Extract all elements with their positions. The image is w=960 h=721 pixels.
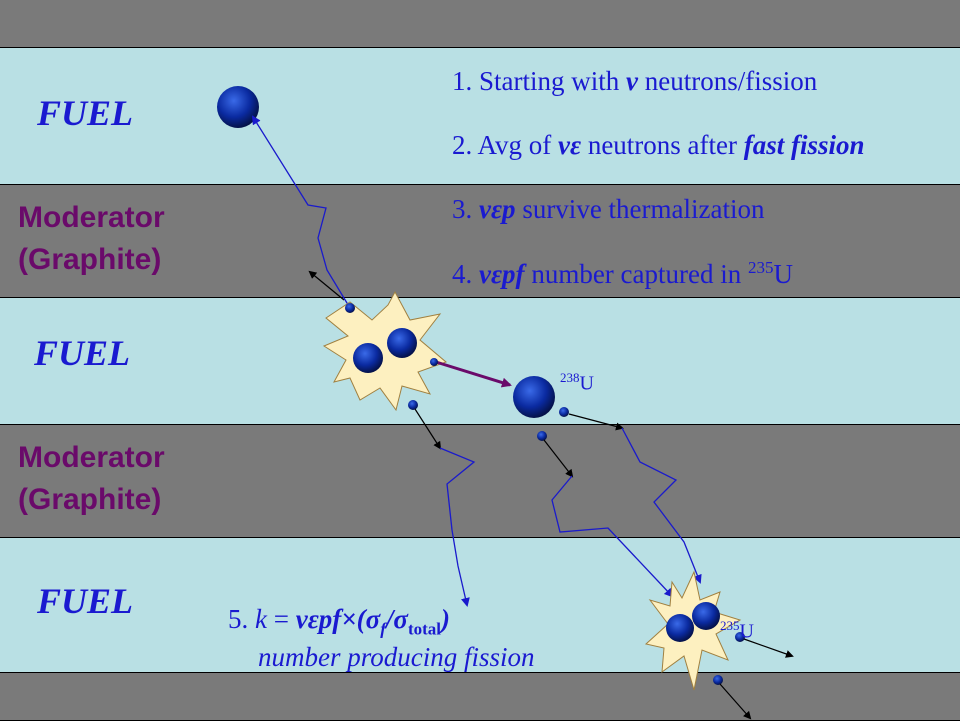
step-2-suffix: neutrons after (581, 130, 744, 160)
neutron-path-down-3 (551, 475, 674, 598)
fuel-layer-2 (0, 298, 960, 424)
neutron-dot-purple-start (430, 358, 438, 366)
step-1-prefix: 1. Starting with (452, 66, 626, 96)
step-5: 5. k = νεpf×(σf/σtotal) (228, 604, 450, 639)
fuel-label-1: FUEL (37, 93, 134, 133)
top-gray-band (0, 0, 960, 48)
moderator-label-2: Moderator (Graphite) (18, 437, 165, 521)
u235-element: U (739, 620, 754, 643)
step-5-line2: number producing fission (258, 642, 535, 673)
fission-fragment-right (387, 328, 417, 358)
step-2-emphasis: fast fission (743, 130, 865, 160)
moderator-layer-1 (0, 184, 960, 298)
step-1-suffix: neutrons/fission (637, 66, 818, 96)
neutron-path-down-1 (439, 447, 476, 607)
moderator-label-line2: (Graphite) (18, 483, 162, 516)
step-1: 1. Starting with ν neutrons/fission (452, 66, 817, 97)
fuel-nucleus-top (217, 86, 259, 128)
step-4-symbol: νεpf (479, 259, 525, 289)
u235-mass-number: 235 (720, 618, 740, 633)
neutron-track-right (568, 413, 624, 431)
u238-mass-number: 238 (560, 370, 580, 385)
neutron-path-upward (251, 115, 351, 309)
step-3-symbol: νεp (479, 194, 516, 224)
u238-label: 238U (560, 370, 594, 396)
neutron-track-down-2 (543, 439, 574, 478)
step-4-mass-number: 235 (748, 258, 774, 277)
neutron-dot-burst1-top (345, 303, 355, 313)
step-3: 3. νεp survive thermalization (452, 194, 764, 225)
step-5-close: ) (440, 604, 450, 634)
step-5-equals: = (266, 604, 296, 634)
neutron-dot-u238-bottom (537, 431, 547, 441)
step-3-suffix: survive thermalization (515, 194, 765, 224)
step-5-slash: /σ (385, 604, 408, 634)
step-2: 2. Avg of νε neutrons after fast fission (452, 130, 865, 161)
neutron-track-u235-down (719, 683, 752, 720)
neutron-track-u235-right (743, 638, 794, 658)
step-5-sub-total: total (407, 619, 441, 639)
fission2-fragment-right (692, 602, 720, 630)
step-5-prefix: 5. (228, 604, 255, 634)
moderator-label-1: Moderator (Graphite) (18, 197, 165, 281)
fission2-fragment-left (666, 614, 694, 642)
fission-fragment-left (353, 343, 383, 373)
step-2-symbol: νε (558, 130, 582, 160)
u238-nucleus (513, 376, 555, 418)
step-4: 4. νεpf number captured in 235U (452, 258, 793, 290)
fuel-layer-3 (0, 538, 960, 672)
moderator-label-line1: Moderator (18, 201, 165, 234)
step-4-element: U (773, 259, 794, 289)
step-4-prefix: 4. (452, 259, 479, 289)
step-4-suffix: number captured in (524, 259, 748, 289)
neutron-dot-u235-bottom (713, 675, 723, 685)
step-3-prefix: 3. (452, 194, 479, 224)
fuel-label-2: FUEL (34, 333, 131, 373)
step-5-formula: νεpf×(σ (295, 604, 381, 634)
neutron-dot-u238-right (559, 407, 569, 417)
fission-burst-1 (322, 290, 447, 412)
neutron-track-down-1 (414, 408, 442, 450)
moderator-label-line2: (Graphite) (18, 243, 162, 276)
moderator-layer-2 (0, 424, 960, 538)
neutron-path-down-2 (621, 427, 702, 584)
step-5-caption: number producing fission (258, 642, 535, 672)
fuel-label-3: FUEL (37, 581, 134, 621)
neutron-track-leftward (308, 270, 345, 301)
step-2-prefix: 2. Avg of (452, 130, 558, 160)
moderator-label-line1: Moderator (18, 441, 165, 474)
neutron-dot-burst1-bottom (408, 400, 418, 410)
fuel-layer-1 (0, 48, 960, 184)
step-1-symbol: ν (626, 66, 638, 96)
step-5-sub-f: f (380, 619, 386, 639)
u235-label: 235U (720, 618, 754, 644)
step-5-k: k (255, 604, 267, 634)
neutron-dot-u235-right (735, 632, 745, 642)
neutron-path-to-u238 (435, 360, 512, 388)
u238-element: U (579, 372, 594, 395)
